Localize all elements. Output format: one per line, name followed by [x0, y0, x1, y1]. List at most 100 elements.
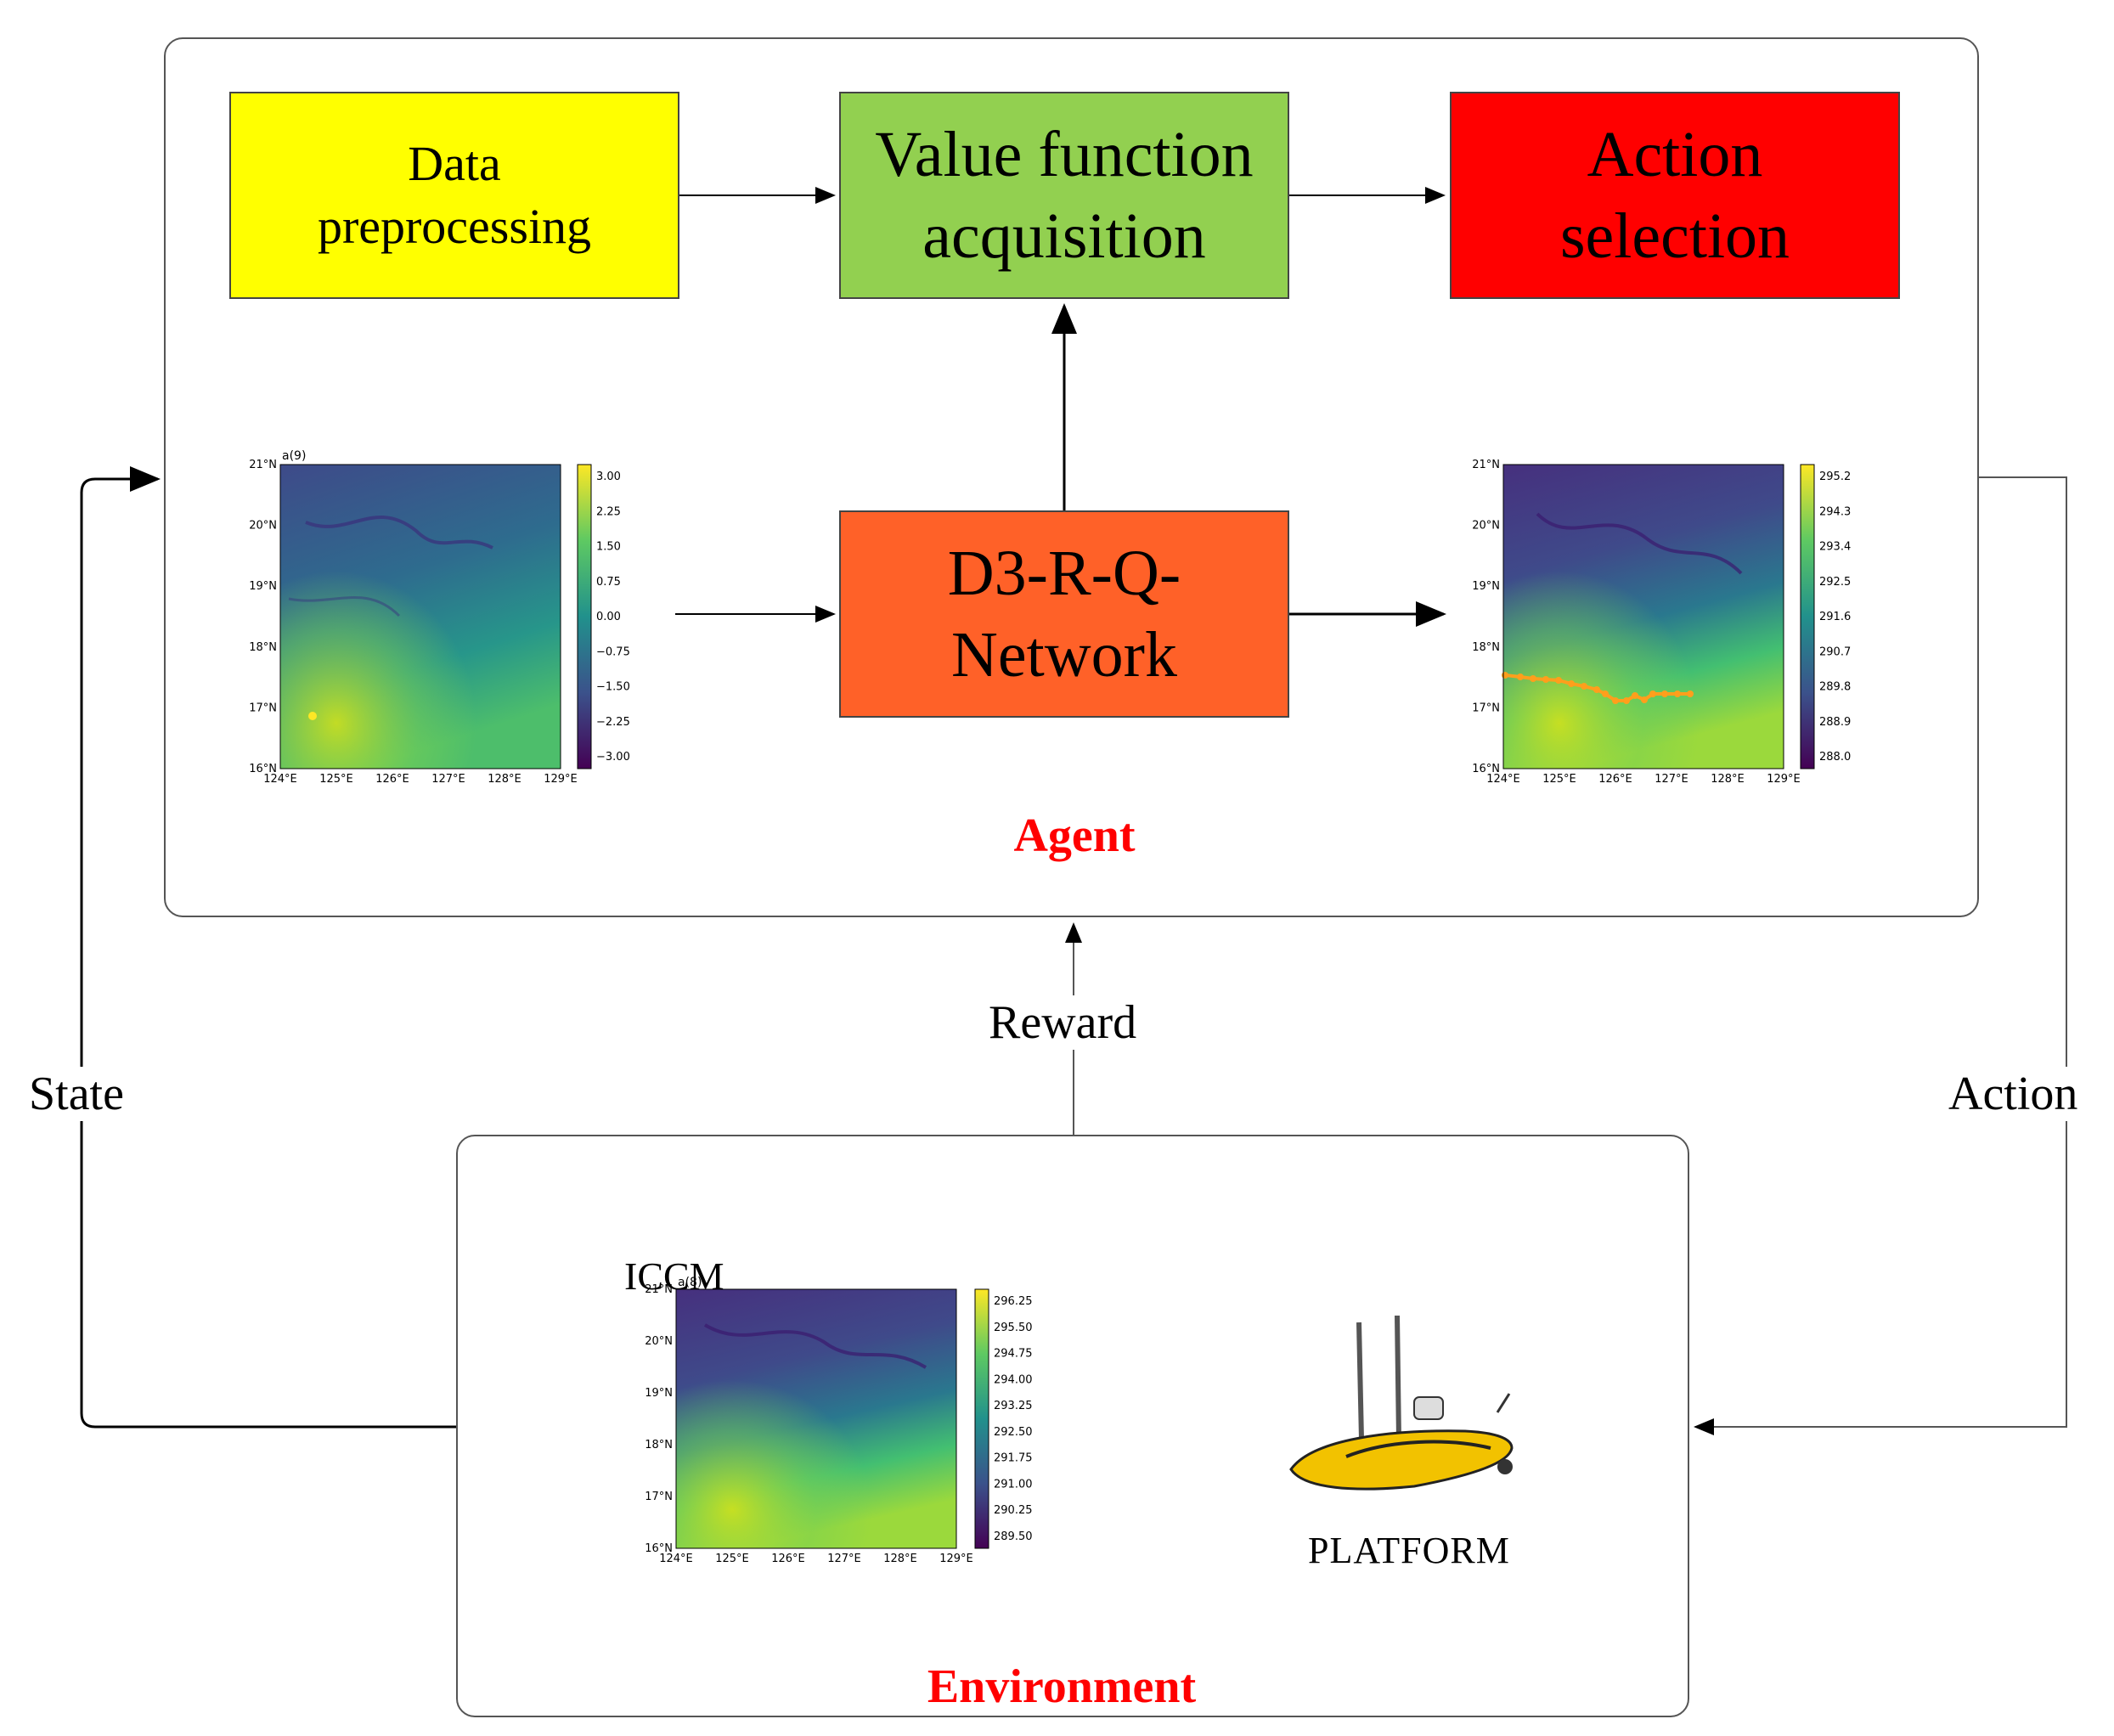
x-tick-label: 124°E — [659, 1553, 693, 1565]
reward-label: Reward — [985, 995, 1141, 1050]
path-point — [1632, 692, 1638, 699]
x-tick-label: 127°E — [1655, 773, 1688, 786]
colorbar-tick-label: −2.25 — [596, 716, 630, 729]
path-point — [1593, 686, 1600, 693]
colorbar-tick-label: 291.75 — [994, 1452, 1033, 1465]
agent-output-map-colorbar: 295.2294.3293.4292.5291.6290.7289.8288.9… — [1819, 471, 1851, 764]
x-tick-label: 126°E — [1598, 773, 1632, 786]
y-tick-label: 20°N — [1472, 520, 1500, 533]
state-label: State — [25, 1067, 127, 1121]
y-tick-label: 16°N — [249, 763, 277, 775]
agent-label: Agent — [1013, 809, 1136, 862]
path-point — [1568, 680, 1575, 687]
action-selection-line1: Action — [1587, 119, 1763, 190]
platform-boat-image — [1289, 1315, 1514, 1491]
path-point — [1542, 676, 1549, 683]
x-tick-label: 128°E — [1711, 773, 1745, 786]
boat-hull — [1289, 1429, 1514, 1491]
path-point — [1649, 690, 1656, 697]
y-tick-label: 18°N — [645, 1439, 673, 1451]
colorbar-tick-label: 294.3 — [1819, 505, 1851, 518]
y-tick-label: 18°N — [1472, 641, 1500, 654]
colorbar-tick-label: 0.75 — [596, 576, 621, 589]
path-point — [1602, 690, 1609, 697]
agent-output-map: 21°N 20°N 19°N 18°N 17°N 16°N 124°E 125°E 126°E… — [1472, 459, 1851, 786]
colorbar-tick-label: 291.00 — [994, 1478, 1033, 1491]
agent-output-map-yticks: 21°N 20°N 19°N 18°N 17°N 16°N — [1472, 459, 1500, 775]
y-tick-label: 17°N — [1472, 702, 1500, 714]
data-preprocessing-line2: preprocessing — [317, 199, 592, 254]
network-box: D3-R-Q- Network — [839, 510, 1289, 718]
colorbar-tick-label: 293.25 — [994, 1400, 1033, 1412]
x-tick-label: 127°E — [431, 773, 465, 786]
x-tick-label: 124°E — [1486, 773, 1520, 786]
x-tick-label: 129°E — [544, 773, 578, 786]
environment-map-yticks: 21°N 20°N 19°N 18°N 17°N 16°N — [645, 1283, 673, 1555]
y-tick-label: 21°N — [1472, 459, 1500, 471]
environment-label: Environment — [927, 1660, 1197, 1713]
x-tick-label: 126°E — [771, 1553, 805, 1565]
x-tick-label: 125°E — [1542, 773, 1576, 786]
colorbar-tick-label: 290.7 — [1819, 645, 1851, 658]
agent-input-map-colorbar: 3.002.251.500.750.00−0.75−1.50−2.25−3.00 — [596, 471, 630, 764]
path-point — [1687, 690, 1694, 697]
y-tick-label: 21°N — [249, 459, 277, 471]
colorbar-tick-label: 289.50 — [994, 1530, 1033, 1543]
y-tick-label: 19°N — [645, 1387, 673, 1400]
y-tick-label: 21°N — [645, 1283, 673, 1296]
colorbar-tick-label: 293.4 — [1819, 541, 1851, 554]
colorbar-tick-label: 1.50 — [596, 541, 621, 554]
data-preprocessing-box: Data preprocessing — [229, 92, 679, 299]
agent-output-map-xticks: 124°E 125°E 126°E 127°E 128°E 129°E — [1486, 773, 1801, 786]
colorbar-tick-label: −3.00 — [596, 751, 630, 764]
x-tick-label: 129°E — [1767, 773, 1801, 786]
colorbar-tick-label: 288.9 — [1819, 716, 1851, 729]
colorbar-tick-label: 296.25 — [994, 1295, 1033, 1308]
x-tick-label: 126°E — [375, 773, 409, 786]
agent-input-map-title: a(9) — [282, 449, 306, 463]
x-tick-label: 129°E — [939, 1553, 973, 1565]
colorbar-tick-label: 295.50 — [994, 1322, 1033, 1334]
y-tick-label: 16°N — [645, 1542, 673, 1555]
colorbar-tick-label: 290.25 — [994, 1504, 1033, 1517]
platform-label: PLATFORM — [1308, 1530, 1510, 1571]
colorbar-tick-label: 288.0 — [1819, 751, 1851, 764]
environment-panel — [456, 1135, 1689, 1717]
path-point — [1581, 683, 1587, 690]
path-point — [1612, 697, 1619, 704]
action-label: Action — [1945, 1067, 2082, 1121]
agent-path-points — [1502, 672, 1694, 704]
x-tick-label: 124°E — [263, 773, 297, 786]
environment-map-colorbar: 296.25 295.50 294.75 294.00 293.25 292.50 291.… — [994, 1295, 1033, 1543]
value-function-box: Value function acquisition — [839, 92, 1289, 299]
action-selection-line2: selection — [1559, 200, 1790, 272]
y-tick-label: 17°N — [645, 1491, 673, 1503]
colorbar-tick-label: 294.00 — [994, 1373, 1033, 1386]
y-tick-label: 16°N — [1472, 763, 1500, 775]
y-tick-label: 20°N — [645, 1335, 673, 1348]
colorbar-tick-label: 295.2 — [1819, 471, 1851, 483]
colorbar-tick-label: −0.75 — [596, 645, 630, 658]
x-tick-label: 125°E — [319, 773, 353, 786]
environment-map-title: a(8) — [678, 1276, 702, 1289]
colorbar-tick-label: 294.75 — [994, 1348, 1033, 1361]
network-line1: D3-R-Q- — [947, 538, 1181, 609]
colorbar-tick-label: −1.50 — [596, 681, 630, 694]
colorbar-tick-label: 289.8 — [1819, 681, 1851, 694]
path-point — [1674, 690, 1681, 697]
agent-input-map-yticks: 21°N20°N19°N18°N17°N16°N — [249, 459, 277, 775]
colorbar-tick-label: 0.00 — [596, 611, 621, 623]
y-tick-label: 19°N — [1472, 580, 1500, 593]
x-tick-label: 128°E — [883, 1553, 917, 1565]
colorbar-tick-label: 292.50 — [994, 1426, 1033, 1439]
colorbar-tick-label: 291.6 — [1819, 611, 1851, 623]
path-point — [1530, 675, 1536, 682]
path-point — [1661, 690, 1668, 697]
y-tick-label: 20°N — [249, 520, 277, 533]
action-selection-box: Action selection — [1450, 92, 1900, 299]
